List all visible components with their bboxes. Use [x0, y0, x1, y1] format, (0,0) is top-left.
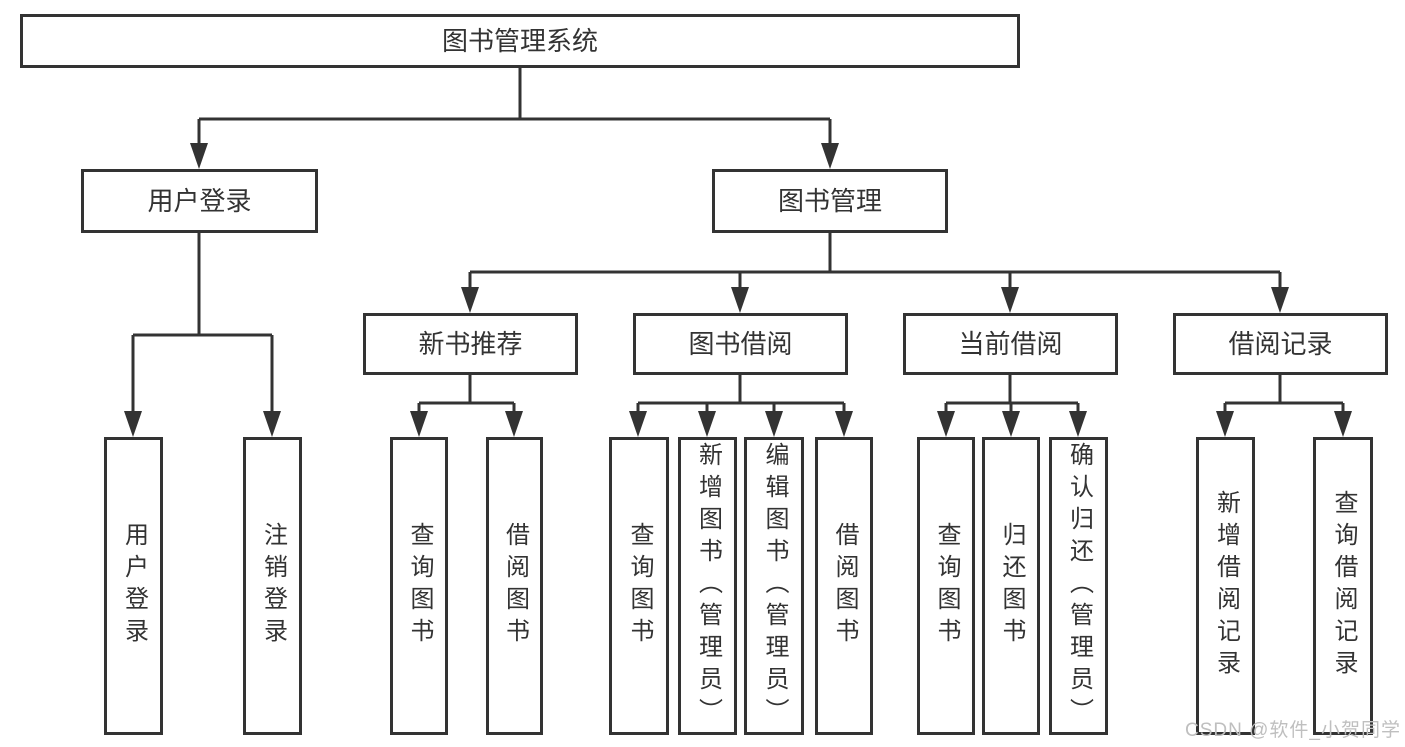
csdn-watermark: CSDN @软件_小贺同学 [1185, 720, 1401, 741]
node-user-login: 用户登录 [81, 169, 318, 233]
leaf-edit-books-admin: 编辑图书（管理员） [744, 437, 804, 735]
leaf-query-books-recommend: 查询图书 [390, 437, 448, 735]
node-book-borrow: 图书借阅 [633, 313, 848, 375]
node-current-borrow: 当前借阅 [903, 313, 1118, 375]
node-borrow-records: 借阅记录 [1173, 313, 1388, 375]
leaf-confirm-return-admin: 确认归还（管理员） [1049, 437, 1108, 735]
leaf-query-borrow-record: 查询借阅记录 [1313, 437, 1373, 735]
leaf-add-borrow-record: 新增借阅记录 [1196, 437, 1255, 735]
leaf-query-books-current: 查询图书 [917, 437, 975, 735]
leaf-add-books-admin: 新增图书（管理员） [678, 437, 737, 735]
leaf-logout: 注销登录 [243, 437, 302, 735]
arrowheads [124, 143, 1352, 437]
node-book-management: 图书管理 [712, 169, 948, 233]
node-new-book-recommend: 新书推荐 [363, 313, 578, 375]
leaf-borrow-books: 借阅图书 [815, 437, 873, 735]
leaf-user-login: 用户登录 [104, 437, 163, 735]
node-library-system: 图书管理系统 [20, 14, 1020, 68]
leaf-return-books: 归还图书 [982, 437, 1040, 735]
leaf-borrow-books-recommend: 借阅图书 [486, 437, 543, 735]
leaf-query-books-borrow: 查询图书 [609, 437, 669, 735]
